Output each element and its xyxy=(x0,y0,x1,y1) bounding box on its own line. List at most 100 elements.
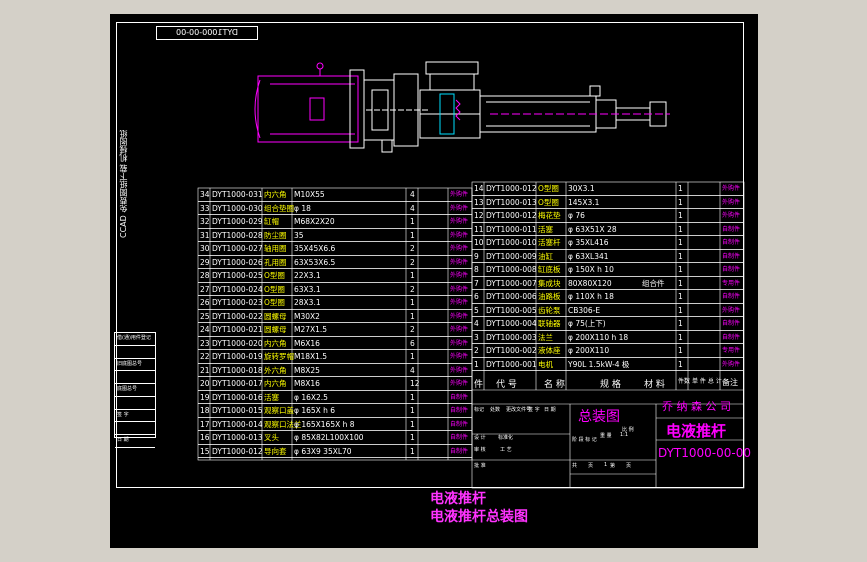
bom-cell-name: 集成块 xyxy=(538,278,561,288)
side-block-cell: 旧底图总号 xyxy=(115,359,155,372)
bom-cell-name: 圆螺母 xyxy=(264,325,287,334)
bom-cell-code: DYT1000-003 xyxy=(486,332,537,342)
bom-cell-name: 电机 xyxy=(538,359,553,369)
caption-line-1: 电液推杆 xyxy=(430,491,486,507)
bom-cell-spec: M30X2 xyxy=(294,311,320,321)
bom-cell-code: DYT1000-007 xyxy=(486,278,537,288)
bom-cell-qty: 1 xyxy=(678,184,683,193)
bom-cell-code: DYT1000-020 xyxy=(212,338,263,348)
bom-cell-no: 24 xyxy=(200,325,210,334)
bom-cell-no: 30 xyxy=(200,244,210,253)
bom-cell-note: 自制件 xyxy=(722,320,741,327)
bom-cell-qty: 1 xyxy=(678,305,683,315)
bom-cell-note: 专用件 xyxy=(722,347,741,354)
bom-cell-name: 油路板 xyxy=(538,292,561,301)
bom-header-weight: 单 件 总 计 xyxy=(692,378,722,385)
bom-cell-spec: 22X3.1 xyxy=(294,271,321,280)
bom-cell-qty: 1 xyxy=(678,224,683,234)
title-block-label: 阶 段 标 记 xyxy=(572,437,597,443)
bom-cell-note: 外购件 xyxy=(450,299,469,306)
bom-cell-spec: M10X55 xyxy=(294,190,325,199)
bom-cell-code: DYT1000-006 xyxy=(486,292,537,301)
bom-header-name: 名 称 xyxy=(544,380,565,390)
bom-cell-note: 自制件 xyxy=(450,447,469,455)
title-block-label: 处数 xyxy=(490,407,501,413)
title-block-label: 比 例 xyxy=(622,427,634,433)
bom-cell-qty: 4 xyxy=(410,190,415,199)
motor xyxy=(254,62,359,143)
bom-cell-code: DYT1000-018 xyxy=(212,365,263,375)
bom-cell-note: 外购件 xyxy=(450,245,469,252)
bom-cell-code: DYT1000-017 xyxy=(212,379,263,388)
scale-value: 1:1 xyxy=(620,432,629,438)
bom-cell-name: 齿轮泵 xyxy=(538,305,561,315)
drawing-name: 总装图 xyxy=(578,409,620,425)
bom-cell-code: DYT1000-012 xyxy=(486,211,537,220)
bom-cell-spec: 28X3.1 xyxy=(294,298,321,307)
bom-cell-no: 2 xyxy=(474,346,479,355)
bom-cell-no: 7 xyxy=(474,278,479,288)
bom-cell-spec: φ 16X2.5 xyxy=(294,392,328,402)
bom-cell-no: 22 xyxy=(200,352,210,361)
bom-cell-spec: φ 63X9 35XL70 xyxy=(294,446,352,456)
bom-cell-spec: M18X1.5 xyxy=(294,352,328,361)
bom-cell-no: 20 xyxy=(200,379,210,388)
bom-cell-name: 孔用圈 xyxy=(264,257,287,267)
bom-cell-spec: 145X3.1 xyxy=(568,197,600,207)
bom-cell-name: 液体座 xyxy=(538,346,561,355)
bom-cell-code: DYT1000-028 xyxy=(212,230,263,240)
pump-block xyxy=(419,61,481,139)
bom-cell-qty: 6 xyxy=(410,338,415,348)
bom-cell-code: DYT1000-030 xyxy=(212,203,263,213)
bom-cell-code: DYT1000-011 xyxy=(486,224,537,234)
bom-cell-note: 自制件 xyxy=(722,239,741,246)
bom-cell-note: 自制件 xyxy=(450,393,469,401)
bom-cell-note: 外购件 xyxy=(450,231,469,239)
bom-cell-no: 8 xyxy=(474,265,479,274)
bom-cell-note: 外购件 xyxy=(450,191,469,198)
bom-cell-code: DYT1000-022 xyxy=(212,311,263,321)
bom-cell-no: 21 xyxy=(200,365,210,375)
bom-cell-spec: 30X3.1 xyxy=(568,184,595,193)
bom-cell-no: 19 xyxy=(200,392,210,402)
bom-cell-note: 外购件 xyxy=(450,272,469,279)
bom-cell-spec: CB306-E xyxy=(568,305,601,315)
bom-cell-code: DYT1000-004 xyxy=(486,319,537,328)
side-block-cell: 签 字 xyxy=(115,410,155,423)
bom-cell-code: DYT1000-029 xyxy=(212,217,263,226)
bom-cell-no: 10 xyxy=(474,238,484,247)
bom-header-spec: 规 格 xyxy=(600,380,621,390)
title-block-label: 标准化 xyxy=(498,435,514,441)
side-block-cell xyxy=(115,397,155,410)
bom-cell-note: 外购件 xyxy=(722,198,741,206)
bom-cell-name: 内六角 xyxy=(264,190,287,199)
bom-cell-qty: 4 xyxy=(410,203,415,213)
bom-cell-name: O型圈 xyxy=(538,184,559,193)
bom-cell-spec: φ 150X h 10 xyxy=(568,265,614,274)
bom-cell-no: 33 xyxy=(200,203,210,213)
bom-cell-note: 外购件 xyxy=(722,306,741,314)
bom-cell-name: 内六角 xyxy=(264,379,287,388)
bom-cell-qty: 1 xyxy=(410,392,415,402)
bom-cell-spec: φ 63XL341 xyxy=(568,251,609,261)
drawing-number: DYT1000-00-00 xyxy=(658,446,751,460)
bom-cell-no: 17 xyxy=(200,419,210,429)
bom-cell-name: 组合垫圈 xyxy=(264,203,294,213)
bom-cell-qty: 1 xyxy=(410,446,415,456)
bom-cell-qty: 1 xyxy=(678,292,683,301)
bom-cell-code: DYT1000-010 xyxy=(486,238,537,247)
bom-cell-note: 外购件 xyxy=(450,339,469,347)
title-block-label: 页 xyxy=(588,463,594,469)
bom-cell-name: O型圈 xyxy=(538,197,559,207)
